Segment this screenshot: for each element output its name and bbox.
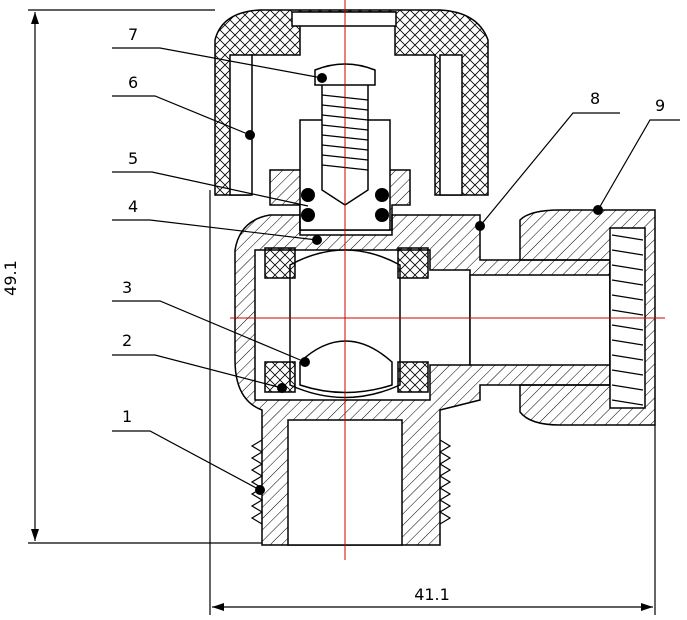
handle-rib-left xyxy=(229,54,253,196)
inlet-thread-left xyxy=(250,439,264,525)
callout-1: 1 xyxy=(122,407,132,426)
dim-height-arrow-bottom xyxy=(31,529,39,541)
ball-port xyxy=(299,340,393,394)
dot-3 xyxy=(300,357,310,367)
dim-width-label: 41.1 xyxy=(414,585,450,604)
callout-9: 9 xyxy=(655,96,665,115)
seat-upper-right xyxy=(397,247,429,279)
o-ring-3 xyxy=(375,188,389,202)
dim-height-arrow-top xyxy=(31,12,39,24)
dot-2 xyxy=(277,383,287,393)
handle-top-slot xyxy=(291,11,397,27)
dot-8 xyxy=(475,221,485,231)
callout-3: 3 xyxy=(122,278,132,297)
leader-4 xyxy=(112,219,318,241)
inlet-thread-right xyxy=(438,439,452,525)
dot-4 xyxy=(312,235,322,245)
callout-8: 8 xyxy=(590,89,600,108)
dot-1 xyxy=(255,485,265,495)
dim-width-arrow-right xyxy=(641,603,653,611)
callout-7: 7 xyxy=(128,25,138,44)
leader-8 xyxy=(479,112,620,227)
o-ring-4 xyxy=(375,208,389,222)
dim-width-arrow-left xyxy=(212,603,224,611)
o-ring-2 xyxy=(301,208,315,222)
leader-6 xyxy=(112,95,251,136)
leader-7 xyxy=(112,47,323,79)
o-ring-1 xyxy=(301,188,315,202)
callout-5: 5 xyxy=(128,149,138,168)
seat-upper-left xyxy=(264,247,296,279)
callout-6: 6 xyxy=(128,73,138,92)
leader-3 xyxy=(112,300,306,363)
dot-6 xyxy=(245,130,255,140)
leader-5 xyxy=(112,171,309,207)
handle-rib-right xyxy=(439,54,463,196)
seat-lower-right xyxy=(397,361,429,393)
callout-2: 2 xyxy=(122,331,132,350)
outlet-bore xyxy=(469,274,611,366)
leader-1 xyxy=(112,430,261,491)
dim-height-label: 49.1 xyxy=(1,260,20,296)
union-thread xyxy=(611,234,644,406)
leader-2 xyxy=(112,354,283,389)
callout-4: 4 xyxy=(128,197,138,216)
dot-7 xyxy=(317,73,327,83)
leader-9 xyxy=(597,119,680,211)
dot-9 xyxy=(593,205,603,215)
